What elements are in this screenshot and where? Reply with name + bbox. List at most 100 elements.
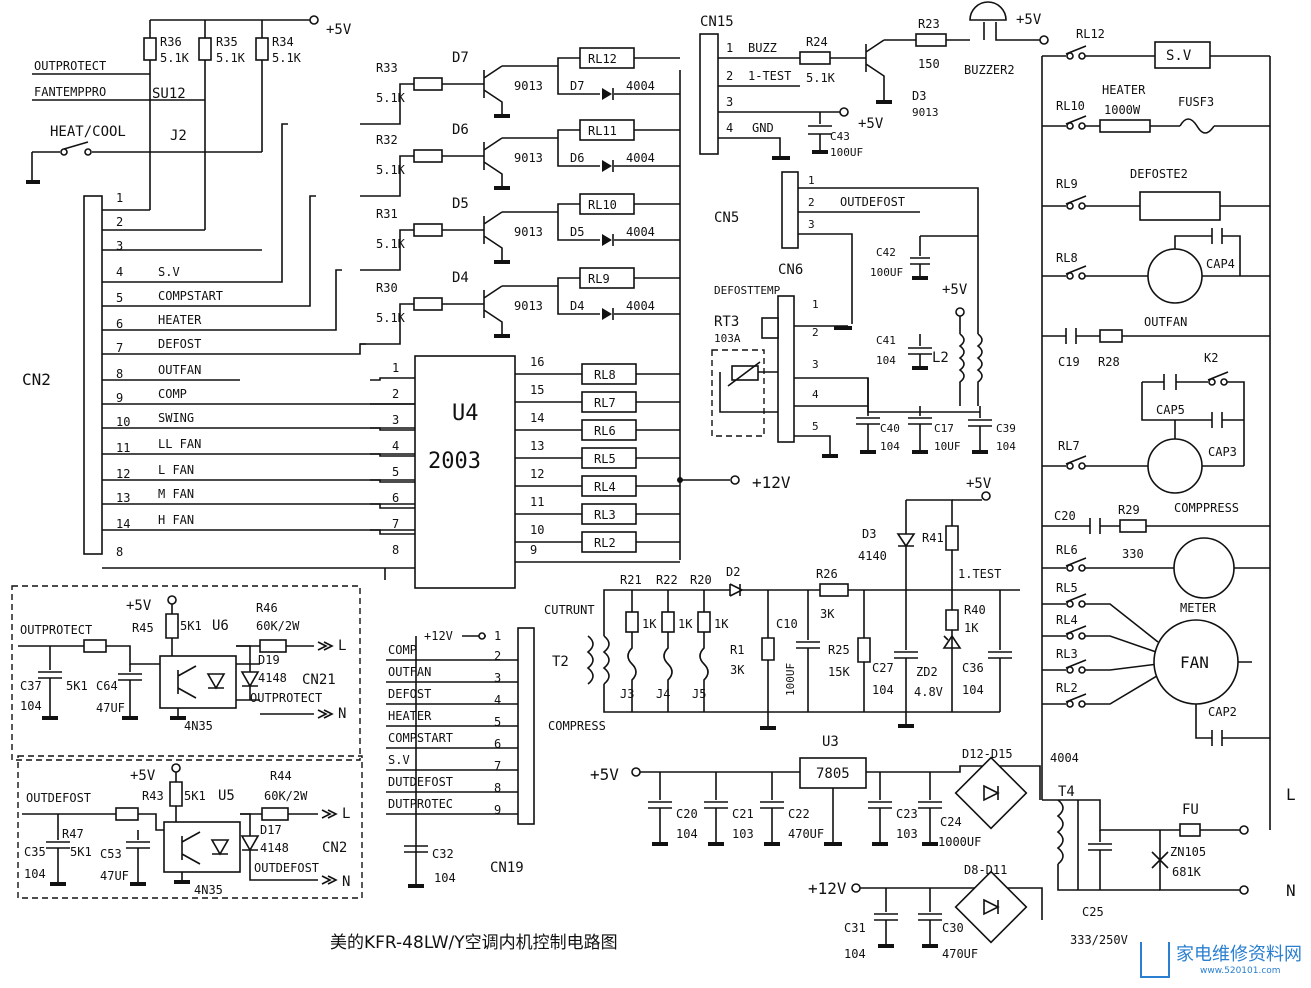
capacitor (760, 772, 784, 842)
label-r23-value: 150 (918, 57, 940, 71)
label-r45: R45 (132, 621, 154, 635)
cn19-pin: 1 (494, 629, 501, 643)
label-zn105-value: 681K (1172, 865, 1202, 879)
cn5-pin: 1 (808, 174, 815, 187)
label-c35: C35 (24, 845, 46, 859)
u4-input-route (370, 377, 415, 381)
transformer-t4 (1056, 799, 1160, 891)
label-r46-value: 60K/2W (256, 619, 300, 633)
inductor-l2 (958, 333, 983, 406)
label-sense-r-value: 1K (642, 617, 657, 631)
label-c53-value: 47UF (100, 869, 129, 883)
regulator-7805 (799, 757, 867, 789)
label-outprotect: OUTPROTECT (34, 59, 106, 73)
driver-route (240, 269, 342, 331)
buzzer-section: CN15 1 2 3 4 BUZZ 1-TEST GND R24 5.1K R2… (699, 1, 1049, 160)
driver-wire (360, 303, 484, 345)
relay-coil (581, 531, 637, 553)
capacitor (918, 772, 942, 842)
cn2-signal-label: H FAN (158, 513, 194, 527)
cn19-signal: HEATER (388, 709, 432, 723)
label-u5: U5 (218, 788, 235, 804)
meter-fan-small (1173, 537, 1235, 599)
label-r30: R30 (376, 281, 398, 295)
label-sense-r-value: 1K (714, 617, 729, 631)
u4-input-pin: 6 (392, 491, 399, 505)
label-t2: T2 (552, 654, 569, 670)
label-transistor-part: 9013 (514, 225, 543, 239)
u4-input-route (370, 453, 415, 457)
cn15-pin: 3 (726, 95, 733, 109)
label-cn6: CN6 (778, 262, 803, 278)
label-r40: R40 (964, 603, 986, 617)
cn19-pin: 4 (494, 693, 501, 707)
u4-chip (414, 355, 516, 589)
bridge-d8-d11 (954, 870, 1028, 944)
label-c37: C37 (20, 679, 42, 693)
transistor-9013 (483, 65, 503, 114)
relay-coil (581, 391, 637, 413)
cn6-pin: 4 (812, 388, 819, 401)
label-diode-ref: D6 (570, 151, 584, 165)
label-r29-value: 330 (1122, 547, 1144, 561)
label-d8-d11: D8-D11 (964, 863, 1007, 877)
label-u4-part: 2003 (428, 449, 481, 474)
u4-output-pin: 13 (530, 439, 544, 453)
label-c22: C22 (788, 807, 810, 821)
label-fusf3: FUSF3 (1178, 95, 1214, 109)
label-fantemppro: FANTEMPPRO (34, 85, 106, 99)
label-relay: RL5 (594, 452, 616, 466)
defrost-heater (1139, 191, 1221, 221)
transistor-9013 (483, 137, 503, 186)
label-cap3: CAP3 (1208, 445, 1237, 459)
label-u4: U4 (452, 401, 479, 426)
label-c27-value: 104 (872, 683, 894, 697)
label-c40-value: 104 (880, 440, 900, 453)
label-j2: J2 (170, 128, 187, 144)
compressor-motor (1147, 438, 1203, 494)
label-r43: R43 (142, 789, 164, 803)
label-r40-value: 1K (964, 621, 979, 635)
cn2-pin-number: 12 (116, 467, 130, 481)
label-relay: RL8 (594, 368, 616, 382)
outfan-motor (1147, 248, 1203, 304)
cn19-pin: 9 (494, 803, 501, 817)
u4-output-pin: 14 (530, 411, 544, 425)
label-r35: R35 (216, 35, 238, 49)
u4-driver: U4 2003 1234567816RL815RL714RL613RL512RL… (392, 70, 791, 589)
cn19-pin: 6 (494, 737, 501, 751)
cn2-pin-number: 5 (116, 291, 123, 305)
relay-coil (581, 503, 637, 525)
driver-route (240, 123, 288, 283)
cn2-signal-label: OUTFAN (158, 363, 201, 377)
label-r46: R46 (256, 601, 278, 615)
label-r36: R36 (160, 35, 182, 49)
label-r34: R34 (272, 35, 294, 49)
label-c24-value: 1000UF (938, 835, 981, 849)
label-rl6: RL6 (1056, 543, 1078, 557)
driver-wire (502, 277, 680, 315)
label-rl12-load: RL12 (1076, 27, 1105, 41)
resistor-r35 (198, 37, 212, 61)
label-r31: R31 (376, 207, 398, 221)
cn19-pin: 3 (494, 671, 501, 685)
cn19-signal: COMPSTART (388, 731, 453, 745)
label-rl2: RL2 (1056, 681, 1078, 695)
label-r33: R33 (376, 61, 398, 75)
label-transistor-part: 9013 (514, 151, 543, 165)
label-c32-value: 104 (434, 871, 456, 885)
u4-input-route (370, 479, 415, 483)
label-j3: J3 (620, 687, 634, 701)
cn2-pin-number: 8 (116, 545, 123, 559)
sense-branch (627, 590, 637, 712)
label-r34-value: 5.1K (272, 51, 302, 65)
relay-contact (1078, 666, 1086, 674)
label-outdefost-cn2b: OUTDEFOST (254, 861, 319, 875)
u4-input-pin: 1 (392, 361, 399, 375)
cn2-pin-number: 9 (116, 391, 123, 405)
cn19-signal: DEFOST (388, 687, 431, 701)
capacitor (704, 772, 728, 842)
label-c24: C24 (940, 815, 962, 829)
label-c25-value: 333/250V (1070, 933, 1128, 947)
